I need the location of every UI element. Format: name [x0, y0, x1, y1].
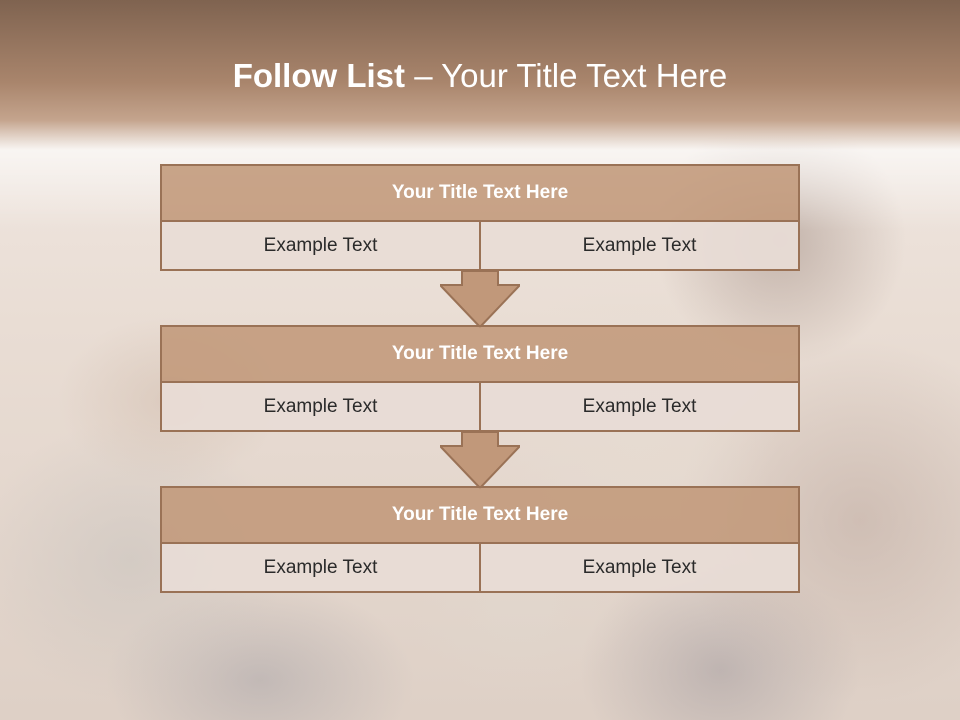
step-cell-right-1: Example Text [481, 222, 800, 271]
slide-title-rest: – Your Title Text Here [414, 57, 728, 94]
step-cell-left-3: Example Text [160, 544, 481, 593]
step-title-1: Your Title Text Here [160, 164, 800, 222]
step-row-3: Example Text Example Text [160, 544, 800, 593]
slide-title: Follow List – Your Title Text Here [0, 56, 960, 96]
step-cell-right-2: Example Text [481, 383, 800, 432]
step-block-2: Your Title Text Here Example Text Exampl… [160, 325, 800, 432]
slide-title-bold: Follow List [232, 57, 406, 94]
step-title-3: Your Title Text Here [160, 486, 800, 544]
step-block-3: Your Title Text Here Example Text Exampl… [160, 486, 800, 593]
down-arrow-icon [440, 432, 520, 490]
down-arrow-icon [440, 271, 520, 329]
step-row-2: Example Text Example Text [160, 383, 800, 432]
step-cell-right-3: Example Text [481, 544, 800, 593]
step-title-2: Your Title Text Here [160, 325, 800, 383]
step-cell-left-2: Example Text [160, 383, 481, 432]
step-block-1: Your Title Text Here Example Text Exampl… [160, 164, 800, 271]
title-band [0, 0, 960, 150]
step-row-1: Example Text Example Text [160, 222, 800, 271]
step-cell-left-1: Example Text [160, 222, 481, 271]
